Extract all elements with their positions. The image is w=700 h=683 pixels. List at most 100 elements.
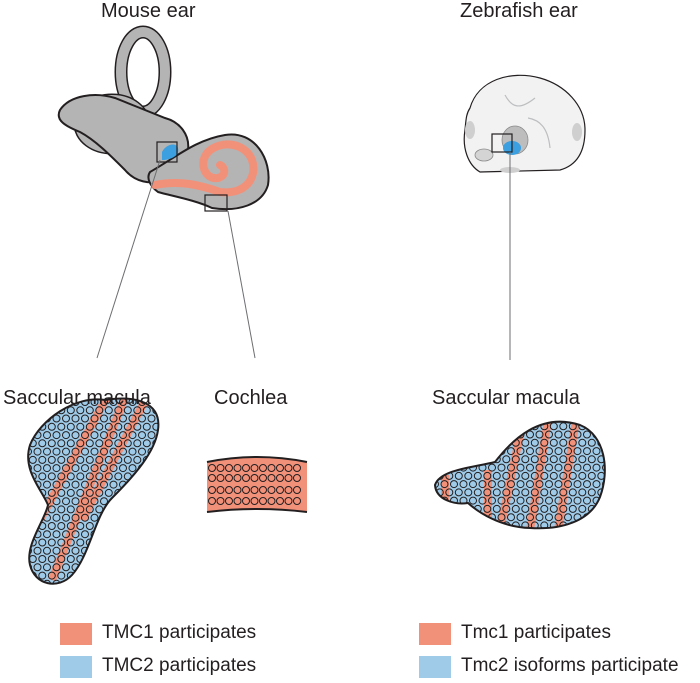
hair-cell	[90, 497, 99, 506]
hair-cell	[100, 579, 108, 584]
hair-cell	[43, 563, 51, 572]
hair-cell	[133, 488, 142, 497]
hair-cell	[225, 464, 233, 472]
hair-cell	[492, 422, 501, 431]
hair-cell	[114, 439, 123, 448]
hair-cell	[81, 530, 89, 539]
hair-cell	[488, 430, 496, 439]
hair-cell	[76, 488, 85, 497]
hair-cell	[276, 464, 284, 472]
hair-cell	[554, 480, 563, 489]
hair-cell	[104, 406, 113, 415]
hair-cell	[152, 455, 159, 464]
hair-cell	[478, 447, 487, 456]
hair-cell	[454, 422, 463, 431]
hair-cell	[559, 438, 568, 447]
hair-cell	[545, 421, 553, 422]
hair-cell	[114, 472, 123, 481]
hair-cell	[52, 497, 61, 506]
hair-cell	[52, 431, 61, 440]
hair-cell	[459, 447, 468, 456]
hair-cell	[478, 421, 487, 422]
hair-cell	[90, 563, 99, 572]
hair-cell	[450, 421, 458, 422]
hair-cell	[530, 471, 539, 480]
hair-cell	[521, 455, 530, 464]
hair-cell	[76, 455, 85, 464]
hair-cell	[33, 579, 42, 584]
hair-cell	[208, 486, 216, 494]
hair-cell	[123, 488, 132, 497]
hair-cell	[242, 497, 250, 505]
hair-cell	[28, 546, 32, 555]
hair-cell	[592, 421, 601, 422]
hair-cell	[216, 474, 225, 482]
hair-cell	[535, 463, 544, 472]
hair-cell	[583, 463, 591, 472]
hair-cell	[554, 513, 563, 522]
hair-cell	[573, 430, 582, 439]
hair-cell	[90, 579, 99, 584]
hair-cell	[435, 447, 439, 456]
hair-cell	[454, 455, 463, 464]
hair-cell	[52, 513, 61, 522]
hair-cell	[259, 464, 267, 472]
hair-cell	[540, 455, 549, 464]
hair-cell	[549, 488, 558, 497]
hair-cell	[128, 497, 137, 506]
hair-cell	[119, 447, 127, 456]
hair-cell	[578, 521, 587, 529]
hair-cell	[76, 538, 85, 547]
hair-cell	[526, 430, 534, 439]
hair-cell	[530, 455, 539, 464]
hair-cell	[535, 496, 544, 505]
hair-cell	[511, 455, 520, 464]
hair-cell	[66, 422, 75, 431]
hair-cell	[95, 488, 104, 497]
hair-cell	[43, 546, 51, 555]
hair-cell	[33, 497, 42, 506]
hair-cell	[502, 471, 511, 480]
hair-cell	[147, 431, 156, 440]
hair-cell	[483, 455, 492, 464]
zebrafish-ear	[463, 74, 586, 360]
hair-cell	[464, 422, 473, 431]
hair-cell	[47, 472, 56, 481]
hair-cell	[47, 505, 56, 514]
mouse-saccular-macula-title: Saccular macula	[3, 387, 151, 409]
hair-cell	[76, 406, 85, 415]
hair-cell	[450, 513, 458, 522]
hair-cell	[225, 474, 233, 482]
hair-cell	[62, 513, 70, 522]
hair-cell	[104, 522, 113, 530]
mouse-saccular-macula	[27, 397, 160, 585]
hair-cell	[445, 455, 454, 464]
hair-cell	[33, 464, 42, 473]
hair-cell	[142, 522, 151, 530]
hair-cell	[90, 447, 99, 456]
hair-cell	[592, 463, 601, 472]
hair-cell	[81, 464, 89, 473]
hair-cell	[473, 488, 482, 497]
hair-cell	[464, 488, 473, 497]
hair-cell	[440, 480, 449, 489]
hair-cell	[119, 398, 127, 406]
hair-cell	[445, 422, 454, 431]
hair-cell	[578, 438, 587, 447]
hair-cell	[28, 464, 32, 473]
hair-cell	[225, 497, 233, 505]
hair-cell	[497, 480, 506, 489]
hair-cell	[104, 472, 113, 481]
hair-cell	[459, 513, 468, 522]
hair-cell	[521, 504, 530, 513]
hair-cell	[66, 439, 75, 448]
hair-cell	[602, 496, 605, 505]
hair-cell	[208, 464, 216, 472]
hair-cell	[488, 421, 496, 422]
hair-cell	[71, 497, 80, 506]
hair-cell	[554, 421, 563, 422]
hair-cell	[47, 455, 56, 464]
hair-cell	[62, 447, 70, 456]
hair-cell	[511, 488, 520, 497]
hair-cell	[502, 488, 511, 497]
